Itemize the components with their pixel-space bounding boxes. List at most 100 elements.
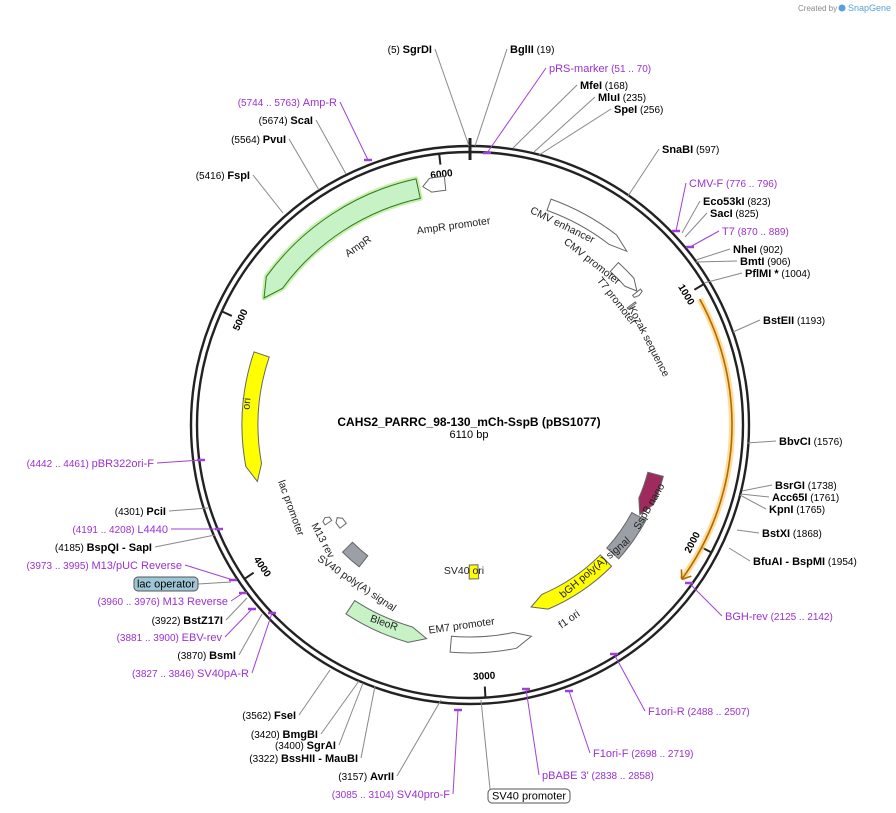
primer-prs-marker-label[interactable]: pRS-marker (51 .. 70) — [549, 63, 651, 75]
feature-bleor[interactable] — [345, 599, 428, 643]
enzyme-bmti-label[interactable]: BmtI (906) — [740, 256, 791, 268]
primer-m13-reverse-label[interactable]: (3960 .. 3976) M13 Reverse — [98, 596, 228, 608]
backbone — [189, 138, 751, 706]
enzyme-bstxi-position: (1868) — [793, 529, 822, 540]
feature-label-lac-promoter: lac promoter — [275, 479, 306, 538]
feature-sv40-ori[interactable] — [468, 564, 480, 580]
enzyme-nhei-label[interactable]: NheI (902) — [733, 244, 783, 256]
primer-pbabe-3-name: pBABE 3' — [542, 770, 589, 782]
enzyme-bsteii-label[interactable]: BstEII (1193) — [763, 315, 825, 327]
enzyme-bsshii-maubi-leader — [360, 685, 376, 759]
enzyme-avrii-label[interactable]: (3157) AvrII — [338, 771, 394, 783]
enzyme-pflmi-label[interactable]: PflMI * (1004) — [745, 268, 810, 280]
enzyme-bbvci-leader — [746, 440, 777, 444]
tick-mark-5000 — [222, 310, 233, 317]
primer-cmv-f-label[interactable]: CMV-F (776 .. 796) — [689, 178, 777, 190]
enzyme-sgrai-label[interactable]: (3400) SgrAI — [275, 740, 336, 752]
enzyme-acc65i-label[interactable]: Acc65I (1761) — [772, 492, 839, 504]
feature-sv40-poly-a-signal[interactable] — [341, 541, 369, 568]
boxed-sv40-promoter-box[interactable] — [487, 788, 571, 804]
feature-bgh-poly-a-signal[interactable] — [606, 511, 647, 560]
enzyme-pcii-label[interactable]: (4301) PciI — [115, 506, 166, 518]
feature-lac-promoter[interactable] — [322, 516, 333, 526]
enzyme-bmti-name: BmtI — [740, 256, 764, 268]
primer-f1ori-f-label[interactable]: F1ori-F (2698 .. 2719) — [593, 748, 694, 760]
primer-sv40pro-f-label[interactable]: (3085 .. 3104) SV40pro-F — [332, 789, 451, 801]
enzyme-bglii-label[interactable]: BglII (19) — [510, 44, 554, 56]
enzyme-eco53ki-label[interactable]: Eco53kI (823) — [703, 196, 771, 208]
primer-sv40pa-r-label[interactable]: (3827 .. 3846) SV40pA-R — [132, 668, 249, 680]
enzyme-bglii-name: BglII — [510, 44, 534, 56]
primer-l4440-label[interactable]: (4191 .. 4208) L4440 — [72, 524, 168, 536]
primer-f1ori-r-label[interactable]: F1ori-R (2488 .. 2507) — [648, 706, 750, 718]
snapgene-logo-icon — [838, 4, 846, 12]
enzyme-bmgbi-name: BmgBI — [283, 729, 318, 741]
enzyme-fsei-name: FseI — [274, 710, 296, 722]
enzyme-bbvci-label[interactable]: BbvCI (1576) — [779, 436, 842, 448]
enzyme-scai-name: ScaI — [290, 115, 313, 127]
primer-m13-puc-reverse-position: (3973 .. 3995) — [26, 561, 88, 572]
enzyme-pvui-label[interactable]: (5564) PvuI — [231, 134, 286, 146]
primer-t7-label[interactable]: T7 (870 .. 889) — [722, 226, 789, 238]
enzyme-bsrgi-leader — [741, 484, 773, 492]
enzyme-sgrdi-label[interactable]: (5) SgrDI — [388, 44, 432, 56]
enzyme-snabi-leader — [627, 148, 660, 197]
boxed-lac-operator-box[interactable] — [133, 576, 199, 592]
enzyme-mlui-label[interactable]: MluI (235) — [598, 92, 646, 104]
enzyme-mfei-leader — [512, 84, 578, 149]
primer-sv40pa-r-name: SV40pA-R — [197, 668, 249, 680]
enzyme-fsei-label[interactable]: (3562) FseI — [242, 710, 296, 722]
primer-bgh-rev-label[interactable]: BGH-rev (2125 .. 2142) — [725, 611, 833, 623]
feature-ampr[interactable] — [263, 178, 421, 299]
feature-f1-ori[interactable] — [530, 554, 613, 610]
feature-sspb-nano[interactable] — [638, 471, 664, 516]
primer-l4440-name: L4440 — [137, 524, 168, 536]
enzyme-bstxi-label[interactable]: BstXI (1868) — [762, 528, 822, 540]
enzyme-bfuai-bspmi-label[interactable]: BfuAI - BspMI (1954) — [753, 556, 857, 568]
enzyme-bfuai-bspmi-position: (1954) — [828, 557, 857, 568]
enzyme-kpni-position: (1765) — [796, 505, 825, 516]
enzyme-pflmi-name: PflMI * — [745, 268, 779, 280]
enzyme-bmgbi-label[interactable]: (3420) BmgBI — [251, 729, 318, 741]
primer-bgh-rev-leader — [688, 582, 723, 617]
primer-m13-puc-reverse-label[interactable]: (3973 .. 3995) M13/pUC Reverse — [26, 560, 182, 572]
enzyme-bsrgi-name: BsrGI — [775, 480, 805, 492]
orf-line[interactable] — [681, 298, 733, 580]
primer-t7-position: (870 .. 889) — [738, 227, 789, 238]
enzyme-mlui-name: MluI — [598, 92, 620, 104]
enzyme-bsshii-maubi-label[interactable]: (3322) BssHII - MauBI — [249, 753, 358, 765]
primer-ebv-rev-leader — [224, 608, 253, 638]
enzyme-bsshii-maubi-position: (3322) — [249, 754, 278, 765]
enzyme-bsrgi-label[interactable]: BsrGI (1738) — [775, 480, 837, 492]
primer-ebv-rev-label[interactable]: (3881 .. 3900) EBV-rev — [117, 632, 223, 644]
enzyme-bsteii-leader — [732, 319, 761, 333]
enzyme-scai-label[interactable]: (5674) ScaI — [259, 115, 313, 127]
enzyme-snabi-label[interactable]: SnaBI (597) — [662, 144, 719, 156]
feature-kozak-sequence[interactable] — [626, 301, 637, 310]
primer-pbr322ori-f-label[interactable]: (4442 .. 4461) pBR322ori-F — [27, 458, 155, 470]
feature-em7-promoter[interactable] — [449, 632, 533, 654]
feature-cmv-enhancer[interactable] — [546, 198, 629, 253]
feature-cmv-promoter[interactable] — [609, 261, 638, 292]
feature-ampr-promoter[interactable] — [422, 175, 447, 193]
enzyme-acc65i-position: (1761) — [810, 493, 839, 504]
primer-prs-marker-position: (51 .. 70) — [611, 64, 651, 75]
enzyme-spei-label[interactable]: SpeI (256) — [614, 104, 663, 116]
primer-bgh-rev-name: BGH-rev — [725, 611, 768, 623]
enzyme-fspi-label[interactable]: (5416) FspI — [196, 170, 250, 182]
primer-pbabe-3-label[interactable]: pBABE 3' (2838 .. 2858) — [542, 770, 654, 782]
enzyme-bspqi-sapi-label[interactable]: (4185) BspQI - SapI — [55, 542, 152, 554]
enzyme-bsmi-label[interactable]: (3870) BsmI — [177, 650, 236, 662]
feature-ori[interactable] — [241, 351, 270, 483]
tick-mark-6000 — [438, 154, 442, 165]
enzyme-kpni-label[interactable]: KpnI (1765) — [769, 504, 825, 516]
feature-t7-promoter[interactable] — [631, 288, 643, 299]
enzyme-kpni-name: KpnI — [769, 504, 793, 516]
feature-m13-rev[interactable] — [335, 517, 347, 529]
enzyme-mfei-label[interactable]: MfeI (168) — [580, 80, 628, 92]
enzyme-bstz17i-label[interactable]: (3922) BstZ17I — [152, 615, 223, 627]
primer-amp-r-label[interactable]: (5744 .. 5763) Amp-R — [238, 97, 337, 109]
enzyme-saci-label[interactable]: SacI (825) — [710, 208, 759, 220]
enzyme-bsshii-maubi-name: BssHII - MauBI — [281, 753, 358, 765]
enzyme-bmti-position: (906) — [767, 257, 790, 268]
